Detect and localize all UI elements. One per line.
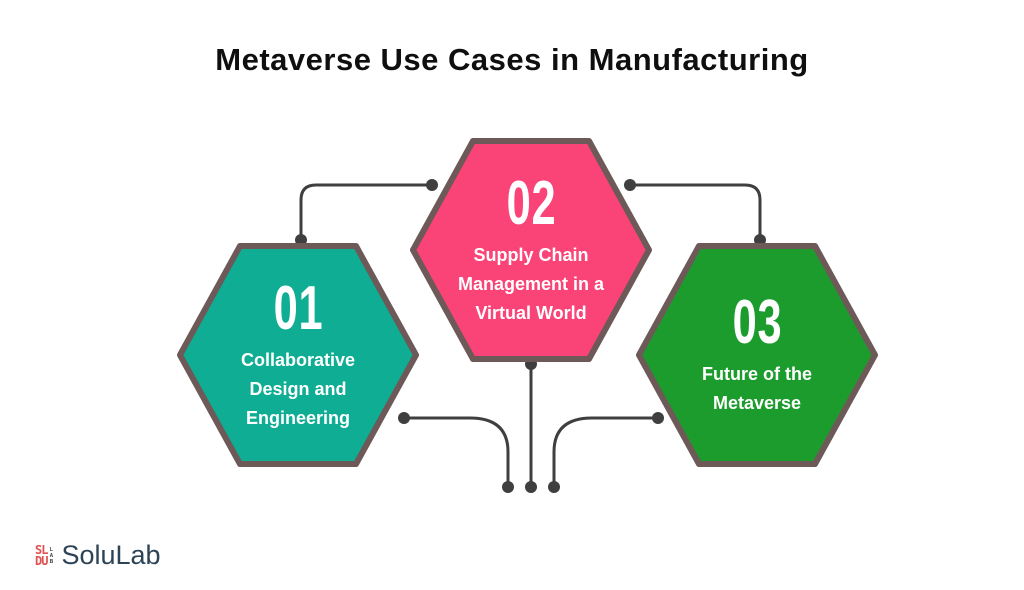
hexagon-label-line: Metaverse [712,393,802,413]
hexagon-label: Future of the Metaverse [702,360,812,418]
logo-monogram: SL DU [35,542,48,568]
solulab-logo: SL DU LAB SoluLab [35,540,161,571]
hexagon-label-line: Future of the [702,364,812,384]
hexagon-03: 03 Future of the Metaverse [635,240,879,470]
hexagon-label: Collaborative Design and Engineering [241,346,355,433]
connector-dot [502,481,514,493]
hexagon-number: 01 [273,273,323,343]
hexagon-label-line: Collaborative [240,349,356,370]
hexagon-label-line: Engineering [245,407,350,428]
hexagon-label-line: Virtual World [475,302,587,323]
hexagon-shape [177,243,419,467]
page-title: Metaverse Use Cases in Manufacturing [215,42,809,77]
hexagon-label: Supply Chain Management in a Virtual Wor… [458,241,604,328]
logo-monogram-side: LAB [48,546,55,565]
hexagon-02: 02 Supply Chain Management in a Virtual … [409,135,653,365]
hexagon-label-line: Design and [249,378,347,399]
solulab-logo-icon: SL DU LAB [35,542,55,568]
hexagon-label-line: Management in a [457,273,605,294]
connector-dot [525,481,537,493]
hexagon-label-line: Supply Chain [473,244,589,265]
hexagon-01: 01 Collaborative Design and Engineering [176,240,420,470]
solulab-logo-text: SoluLab [61,540,161,570]
logo-monogram-bottom: DU [35,553,48,568]
hexagon-number: 03 [732,288,782,357]
hexagon-shape [636,243,878,467]
logo-monogram-top: SL [35,542,48,557]
connector-dot [548,481,560,493]
hexagon-number: 02 [506,168,556,238]
hexagon-shape [410,138,652,362]
